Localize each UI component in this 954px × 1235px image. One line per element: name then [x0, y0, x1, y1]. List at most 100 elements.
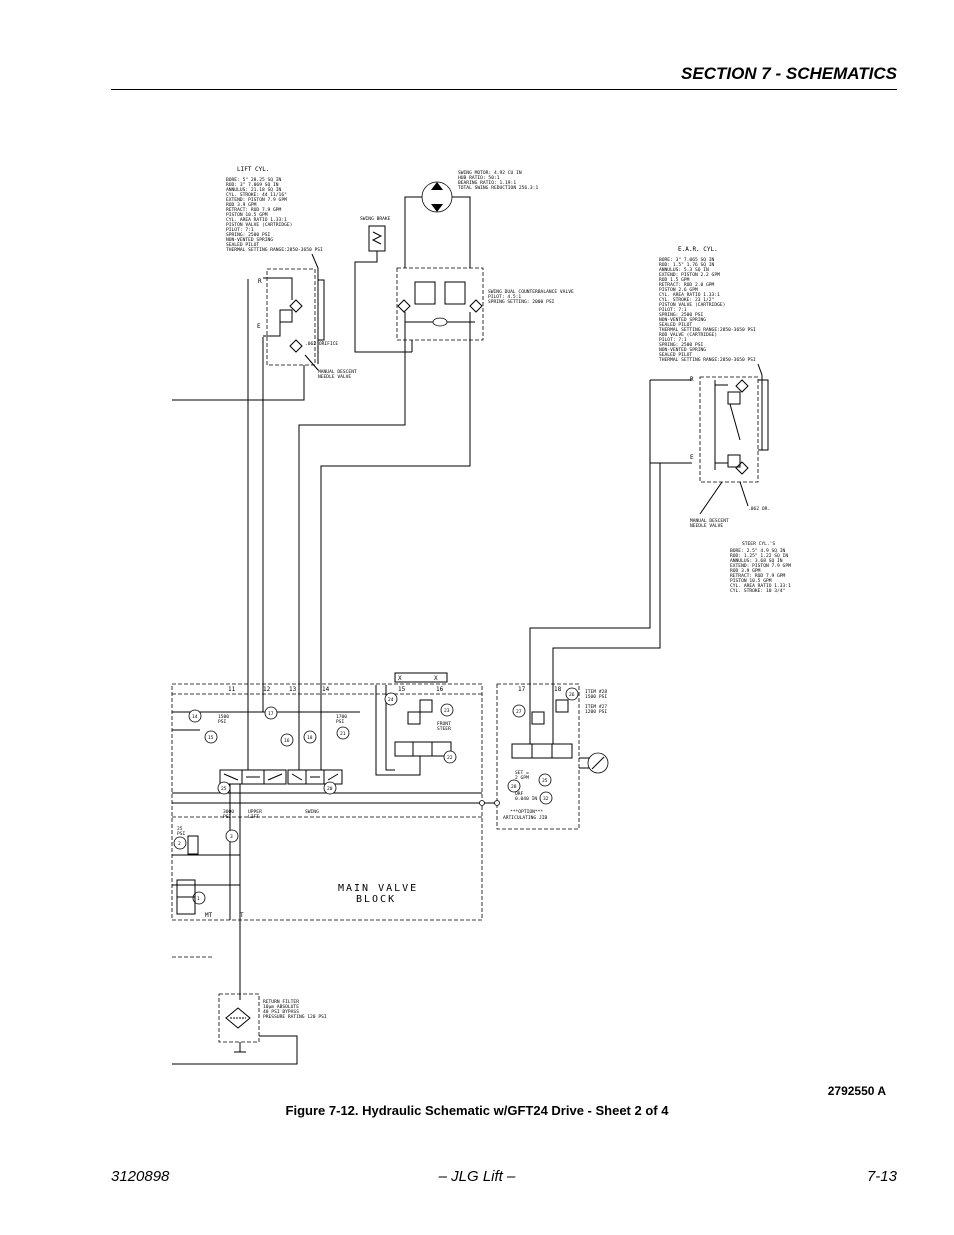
lift-cyl-valve-box	[266, 268, 316, 366]
svg-text:ROD: 1.5" 1.76 SQ IN: ROD: 1.5" 1.76 SQ IN	[659, 262, 715, 268]
svg-text:BORE: 3" 7.065 SQ IN: BORE: 3" 7.065 SQ IN	[659, 257, 715, 263]
svg-text:SEALED PILOT: SEALED PILOT	[659, 322, 692, 328]
lift-cyl-title: LIFT CYL.	[237, 166, 270, 173]
svg-text:ROD 3.9 GPM: ROD 3.9 GPM	[226, 202, 257, 208]
svg-text:16: 16	[436, 686, 444, 693]
svg-text:1: 1	[197, 896, 200, 902]
svg-text:24: 24	[388, 697, 394, 703]
svg-text:SEALED PILOT: SEALED PILOT	[226, 242, 259, 248]
svg-text:TOTAL SWING REDUCTION 256.3:1: TOTAL SWING REDUCTION 256.3:1	[458, 185, 538, 191]
svg-text:ROD 1.5 GPM: ROD 1.5 GPM	[659, 277, 690, 283]
svg-text:CYL. STROKE: 23 1/2": CYL. STROKE: 23 1/2"	[659, 297, 714, 303]
svg-text:RETRACT: ROD 7.9 GPM: RETRACT: ROD 7.9 GPM	[730, 573, 786, 579]
swing-valve-specs: SWING DUAL COUNTERBALANCE VALVE PILOT: 4…	[488, 289, 574, 305]
svg-text:17: 17	[268, 711, 274, 717]
svg-text:SPRING: 2500 PSI: SPRING: 2500 PSI	[226, 232, 270, 238]
svg-text:RETRACT: ROD 7.9 GPM: RETRACT: ROD 7.9 GPM	[226, 207, 282, 213]
svg-text:SPRING SETTING: 2000 PSI: SPRING SETTING: 2000 PSI	[488, 299, 555, 305]
swing-section-valve: SWING	[287, 769, 343, 815]
svg-text:1500 PSI: 1500 PSI	[585, 694, 607, 700]
svg-text:14: 14	[322, 686, 330, 693]
svg-text:SET =: SET =	[515, 770, 529, 776]
svg-text:BORE: 5" 28.25 SQ IN: BORE: 5" 28.25 SQ IN	[226, 177, 282, 183]
svg-text:NON-VENTED SPRING: NON-VENTED SPRING	[226, 237, 273, 243]
svg-text:23: 23	[444, 708, 450, 714]
svg-text:PSI: PSI	[336, 719, 345, 725]
port-x2: X	[434, 675, 438, 682]
svg-text:18: 18	[554, 686, 562, 693]
svg-text:1200 PSI: 1200 PSI	[585, 709, 607, 715]
svg-text:ROD VALVE (CARTRIDGE): ROD VALVE (CARTRIDGE)	[659, 332, 717, 338]
svg-text:SPRING: 2500 PSI: SPRING: 2500 PSI	[659, 312, 703, 318]
steer-cyl-title: STEER CYL.'S	[742, 541, 775, 547]
svg-text:CYL. AREA RATIO 1.33:1: CYL. AREA RATIO 1.33:1	[226, 217, 287, 223]
port-x1: X	[398, 675, 402, 682]
svg-text:PILOT: 4.5:1: PILOT: 4.5:1	[488, 294, 521, 300]
svg-text:PSI: PSI	[177, 831, 186, 837]
svg-text:18: 18	[307, 735, 313, 741]
svg-text:25: 25	[177, 826, 183, 832]
svg-text:CYL. STROKE: 44 11/16": CYL. STROKE: 44 11/16"	[226, 192, 287, 198]
front-steer-valve: FRONT STEER	[394, 721, 452, 757]
svg-text:40 PSI BYPASS: 40 PSI BYPASS	[263, 1009, 299, 1015]
svg-text:ARTICULATING JIB: ARTICULATING JIB	[503, 815, 547, 821]
ear-cyl-specs: E.A.R. CYL. BORE: 3" 7.065 SQ IN ROD: 1.…	[659, 246, 756, 363]
svg-text:15: 15	[208, 735, 214, 741]
svg-text:3: 3	[230, 834, 233, 840]
svg-text:PISTON VALVE (CARTRIDGE): PISTON VALVE (CARTRIDGE)	[659, 302, 725, 308]
svg-text:ITEM #28: ITEM #28	[585, 689, 607, 695]
svg-text:PILOT: 7:1: PILOT: 7:1	[226, 227, 254, 233]
svg-text:PISTON VALVE (CARTRIDGE): PISTON VALVE (CARTRIDGE)	[226, 222, 292, 228]
svg-text:16: 16	[284, 738, 290, 744]
svg-text:THERMAL SETTING RANGE:2850-365: THERMAL SETTING RANGE:2850-3650 PSI	[226, 247, 323, 253]
figure-ref-code: 2792550 A	[827, 1084, 886, 1098]
svg-text:25: 25	[221, 786, 227, 792]
svg-text:PSI: PSI	[223, 814, 232, 820]
svg-text:11: 11	[228, 686, 236, 693]
return-filter-specs: RETURN FILTER 10µm ABSOLUTE 40 PSI BYPAS…	[263, 999, 327, 1020]
svg-text:UPPER: UPPER	[248, 809, 262, 815]
svg-text:BEARING RATIO: 1.19:1: BEARING RATIO: 1.19:1	[458, 180, 516, 186]
upper-lift-valve: UPPER LIFT	[219, 769, 287, 820]
svg-text:EXTEND: PISTON 7.9 GPM: EXTEND: PISTON 7.9 GPM	[730, 563, 791, 569]
callouts: 14 15 16 17 18 20 21 25 1 2 3 22 23 24 2…	[173, 687, 579, 905]
svg-text:3000: 3000	[223, 809, 234, 815]
svg-text:0.040 IN: 0.040 IN	[515, 796, 537, 802]
swing-motor-specs: SWING MOTOR: 4.92 CU IN HUB RATIO: 50:1 …	[458, 170, 538, 191]
swing-valve-box	[396, 267, 484, 341]
svg-text:FRONT: FRONT	[437, 721, 451, 727]
svg-text:SWING DUAL COUNTERBALANCE VALV: SWING DUAL COUNTERBALANCE VALVE	[488, 289, 574, 295]
svg-text:ITEM #27: ITEM #27	[585, 704, 607, 710]
svg-text:PISTON 10.5 GPM: PISTON 10.5 GPM	[226, 212, 268, 218]
lift-cyl-specs: LIFT CYL. BORE: 5" 28.25 SQ IN ROD: 3" 7…	[226, 166, 323, 253]
svg-text:PISTON 2.6 GPM: PISTON 2.6 GPM	[659, 287, 698, 293]
svg-text:21: 21	[340, 731, 346, 737]
svg-text:NON-VENTED SPRING: NON-VENTED SPRING	[659, 317, 706, 323]
svg-text:PSI: PSI	[218, 719, 227, 725]
svg-text:THERMAL SETTING RANGE:2850-365: THERMAL SETTING RANGE:2850-3650 PSI	[659, 327, 756, 333]
lift-orifice-label: .062 ORIFICE	[305, 341, 338, 347]
svg-text:RETURN FILTER: RETURN FILTER	[263, 999, 299, 1005]
svg-text:ORF: ORF	[515, 791, 524, 797]
svg-text:HUB RATIO: 50:1: HUB RATIO: 50:1	[458, 175, 500, 181]
svg-text:***OPTION***: ***OPTION***	[510, 809, 543, 815]
footer-center-text: – JLG Lift –	[438, 1168, 516, 1185]
option-jib-box	[496, 683, 580, 830]
svg-text:CYL. STROKE: 10 3/4": CYL. STROKE: 10 3/4"	[730, 588, 785, 594]
svg-text:ANNULUS: 3.68 SQ IN: ANNULUS: 3.68 SQ IN	[730, 558, 783, 564]
ear-cyl-title: E.A.R. CYL.	[678, 246, 718, 253]
svg-text:26: 26	[569, 692, 575, 698]
steer-cyl-specs: STEER CYL.'S BORE: 2.5" 4.9 SQ IN ROD: 1…	[730, 541, 791, 594]
svg-text:14: 14	[192, 714, 198, 720]
svg-text:EXTEND: PISTON 7.9 GPM: EXTEND: PISTON 7.9 GPM	[226, 197, 287, 203]
svg-text:2 GPM: 2 GPM	[515, 775, 529, 781]
lift-cyl-spec-lines: BORE: 5" 28.25 SQ IN ROD: 3" 7.069 SQ IN…	[226, 177, 323, 253]
svg-text:12: 12	[263, 686, 271, 693]
t-label: T	[240, 912, 244, 919]
svg-text:17: 17	[518, 686, 526, 693]
svg-text:MANUAL DESCENT: MANUAL DESCENT	[318, 369, 357, 375]
port-numbers: 11 12 13 14 15 16 17 18	[228, 686, 562, 693]
svg-text:ROD 3.9 GPM: ROD 3.9 GPM	[730, 568, 761, 574]
section-title: SECTION 7 - SCHEMATICS	[681, 64, 897, 83]
svg-text:RETRACT: ROD 2.0 GPM: RETRACT: ROD 2.0 GPM	[659, 282, 715, 288]
